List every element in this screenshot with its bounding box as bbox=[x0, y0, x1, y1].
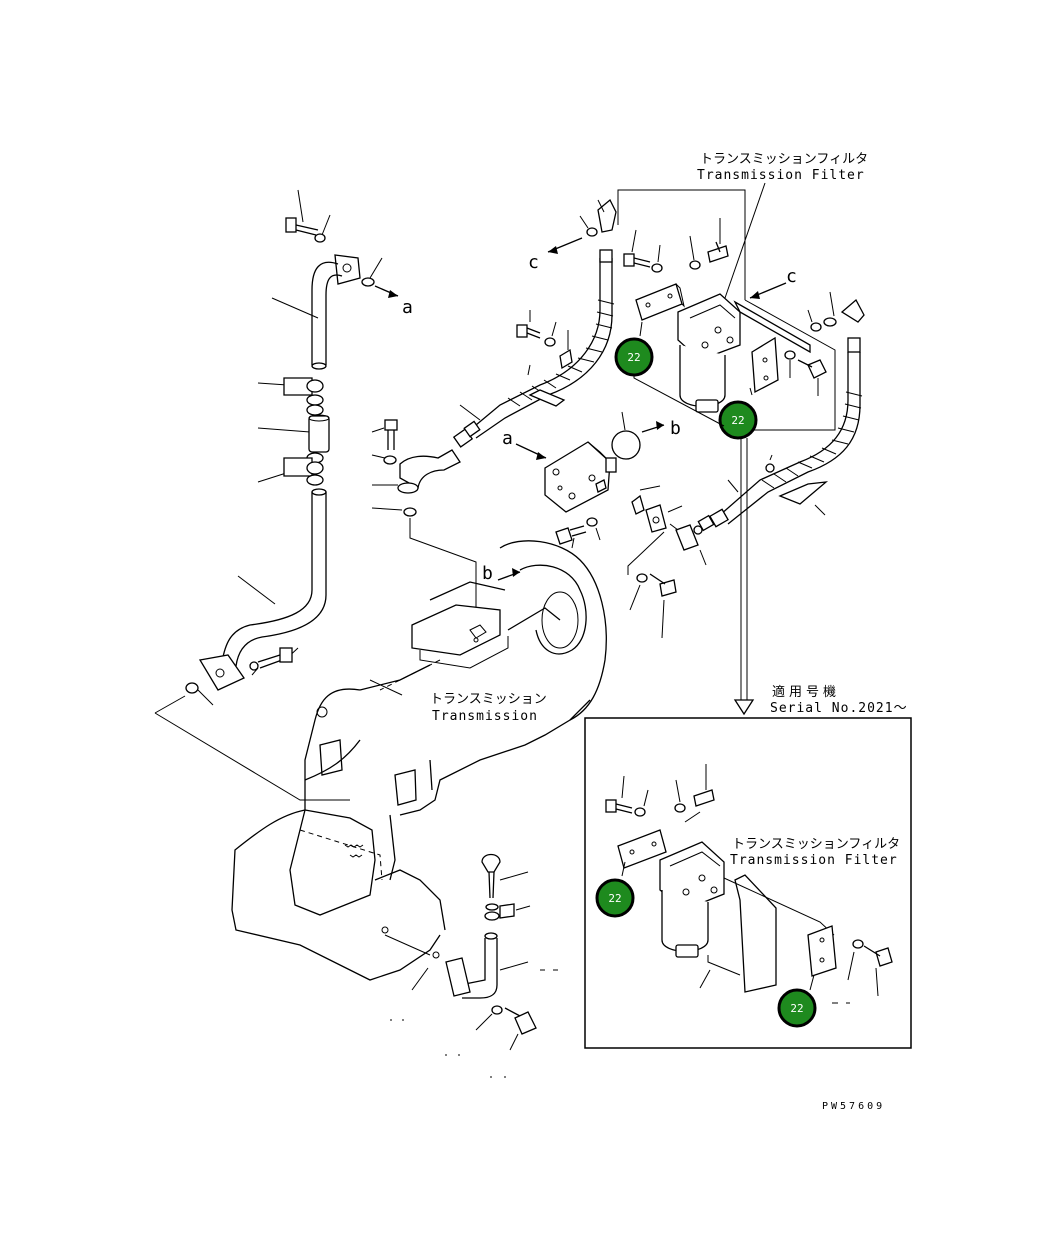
transmission-label-jp: トランスミッション bbox=[430, 692, 547, 707]
svg-text:22: 22 bbox=[627, 351, 640, 364]
elbow-connector bbox=[371, 419, 477, 632]
hose-right bbox=[697, 291, 865, 532]
transmission-filter-inset: トランスミッションフィルタ Transmission Filter bbox=[605, 764, 900, 1004]
left-pipe-assembly bbox=[185, 189, 383, 706]
filter-group-frame-right bbox=[744, 299, 836, 431]
transmission-filter-top: c bbox=[623, 218, 827, 413]
filter-label-jp: トランスミッションフィルタ bbox=[700, 152, 868, 167]
badge-22-a[interactable]: 22 bbox=[614, 337, 654, 377]
valve-block: a b bbox=[502, 411, 707, 639]
inset-frame bbox=[584, 717, 912, 1049]
inset-filter-label-jp: トランスミッションフィルタ bbox=[732, 837, 900, 852]
callout-a-top: a bbox=[402, 297, 413, 318]
dipstick-filler bbox=[384, 853, 558, 1078]
serial-label-en: Serial No.2021～ bbox=[770, 701, 908, 716]
drawing-code: PW57609 bbox=[822, 1101, 885, 1112]
inset-filter-label-en: Transmission Filter bbox=[730, 853, 898, 868]
transmission-label-en: Transmission bbox=[432, 709, 538, 724]
badge-22-c[interactable]: 22 bbox=[595, 878, 635, 918]
badge-22-b[interactable]: 22 bbox=[718, 400, 758, 440]
filter-label-en: Transmission Filter bbox=[697, 168, 865, 183]
serial-change-arrow bbox=[733, 438, 755, 716]
serial-label-jp: 適用号機 bbox=[772, 684, 840, 700]
callout-b-right: b bbox=[670, 418, 681, 439]
filter-group-frame bbox=[617, 189, 746, 300]
callout-a-mid: a bbox=[502, 428, 513, 449]
callout-c-right: c bbox=[786, 266, 797, 287]
svg-text:22: 22 bbox=[608, 892, 621, 905]
badge-22-d[interactable]: 22 bbox=[777, 988, 817, 1028]
svg-text:22: 22 bbox=[731, 414, 744, 427]
badge-link-line bbox=[633, 375, 725, 427]
svg-text:22: 22 bbox=[790, 1002, 803, 1015]
callout-b-left: b bbox=[482, 563, 493, 584]
hose-upper-left: c bbox=[452, 198, 617, 448]
transmission-body: b トランスミッション Tran bbox=[154, 540, 607, 981]
callout-c-left: c bbox=[528, 252, 539, 273]
